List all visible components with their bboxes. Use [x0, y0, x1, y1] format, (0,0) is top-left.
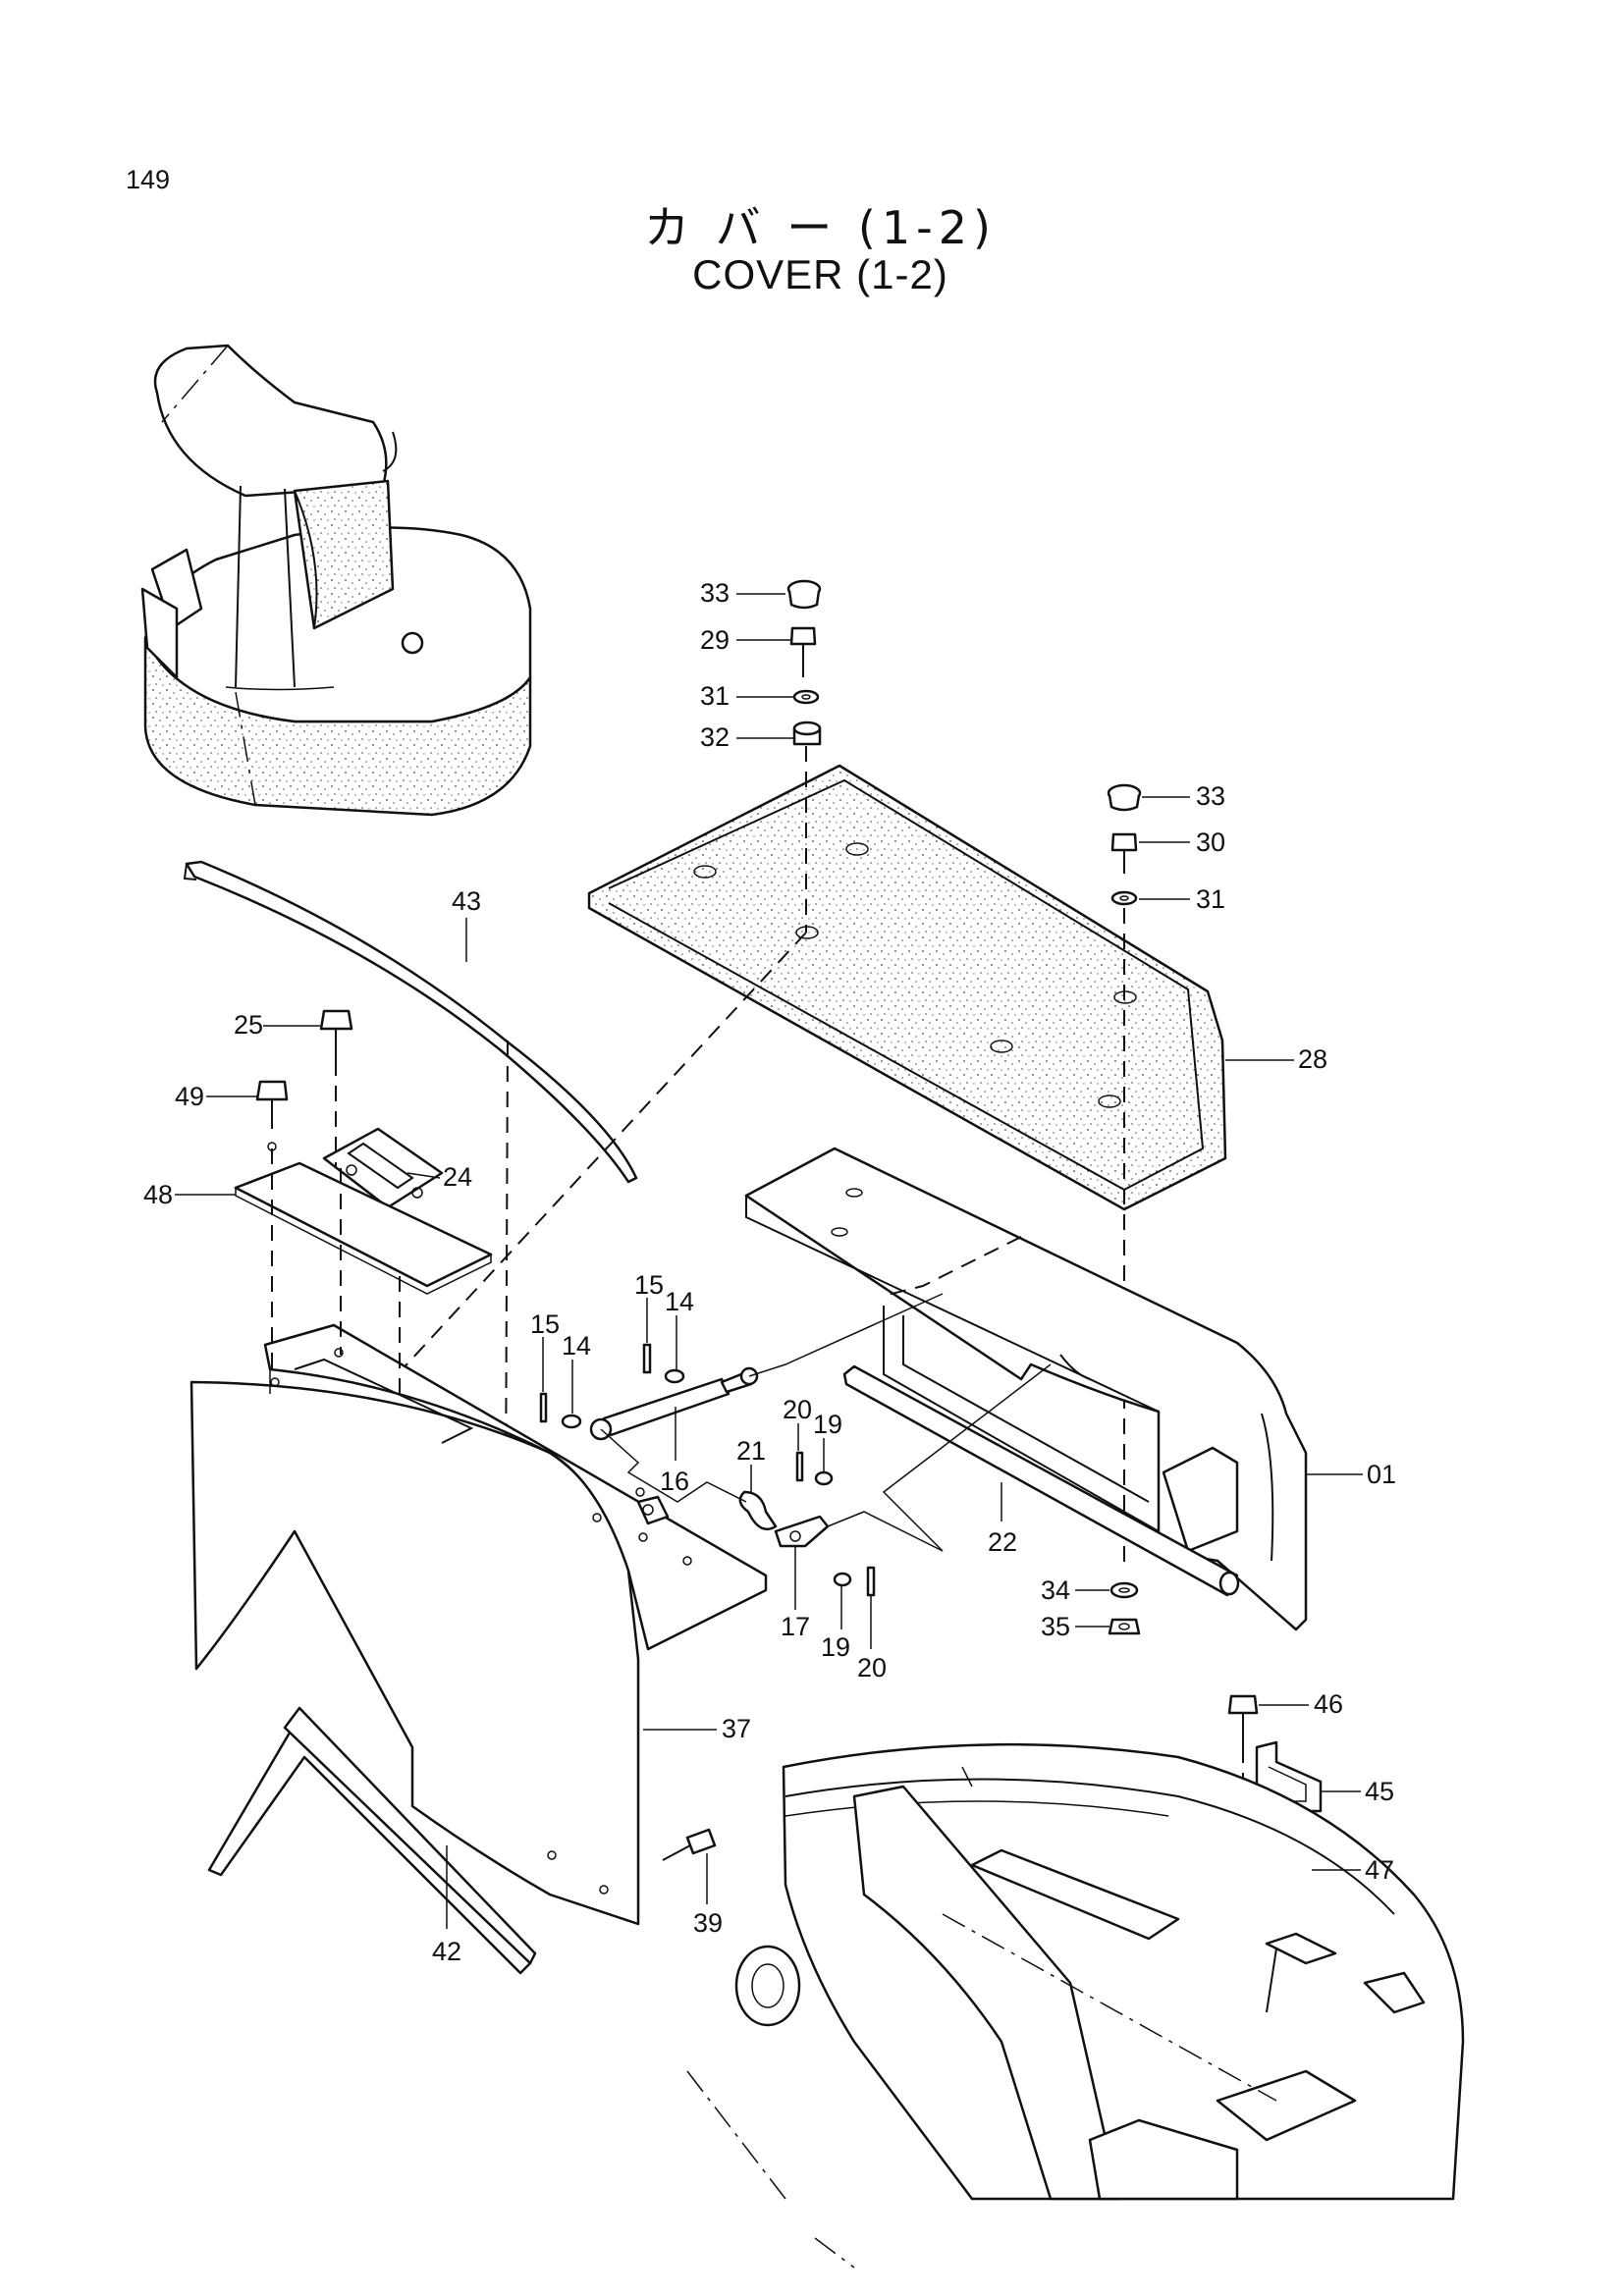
part-17-bracket — [774, 1515, 830, 1548]
part-31-washer-right — [1110, 890, 1138, 906]
callout-19b: 19 — [821, 1632, 850, 1662]
callout-16: 16 — [660, 1467, 689, 1496]
part-24-hinge — [322, 1127, 444, 1209]
part-34-washer — [1109, 1581, 1139, 1599]
page-number: 149 — [126, 165, 171, 194]
part-pivot-bracket — [636, 1495, 670, 1525]
part-42-wedge-seal — [207, 1706, 537, 1975]
part-37-side-panel — [189, 1148, 768, 1926]
callout-46: 46 — [1314, 1689, 1343, 1719]
callout-14a: 14 — [665, 1287, 694, 1316]
callout-25: 25 — [234, 1010, 263, 1040]
callout-20a: 20 — [783, 1395, 812, 1424]
part-28-top-cover — [587, 764, 1227, 1211]
part-14-washers — [561, 1368, 685, 1429]
callout-48: 48 — [143, 1180, 173, 1209]
leader-bracket-path — [827, 1363, 1052, 1552]
callout-labels: 33 29 31 32 33 30 31 43 25 49 24 48 28 — [143, 578, 1396, 1966]
machine-overview-illustration — [140, 344, 532, 817]
callout-39: 39 — [693, 1908, 723, 1938]
callout-31a: 31 — [700, 681, 730, 711]
callout-43: 43 — [452, 886, 481, 916]
part-30-bolt — [1110, 832, 1138, 874]
callout-30: 30 — [1196, 828, 1225, 857]
part-21-hook — [738, 1490, 778, 1531]
callout-42: 42 — [432, 1937, 461, 1966]
title-english: COVER (1-2) — [692, 251, 948, 297]
part-35-nut — [1108, 1618, 1141, 1635]
callout-24: 24 — [443, 1162, 472, 1192]
part-19-washers — [814, 1470, 852, 1587]
callout-32: 32 — [700, 722, 730, 752]
callout-14b: 14 — [562, 1331, 591, 1361]
callout-15a: 15 — [634, 1270, 664, 1300]
part-32-collar — [792, 721, 822, 746]
part-49-bolt — [255, 1080, 289, 1151]
callout-01: 01 — [1367, 1460, 1396, 1489]
callout-17: 17 — [781, 1612, 810, 1641]
part-16-gas-spring — [589, 1366, 759, 1441]
callout-37: 37 — [722, 1714, 751, 1743]
part-20-pins — [795, 1451, 876, 1597]
callout-49: 49 — [175, 1082, 204, 1111]
callout-29: 29 — [700, 625, 730, 655]
part-33-cap-right — [1107, 783, 1142, 812]
part-48-plate — [234, 1161, 493, 1295]
leader-gas-spring-top — [748, 1293, 944, 1377]
callout-34: 34 — [1041, 1575, 1070, 1605]
part-29-bolt — [789, 626, 817, 677]
callout-35: 35 — [1041, 1612, 1070, 1641]
leader-gas-spring-path — [600, 1428, 747, 1503]
callout-15b: 15 — [530, 1309, 560, 1339]
part-25-bolt — [319, 1009, 353, 1168]
axis-line-cover-to-frame — [397, 932, 807, 1375]
callout-19a: 19 — [813, 1410, 842, 1439]
part-39-bolt — [662, 1828, 717, 1861]
part-22-seal-bar — [842, 1364, 1240, 1597]
callout-21: 21 — [736, 1436, 766, 1466]
callout-45: 45 — [1365, 1777, 1394, 1806]
part-15-pins — [539, 1343, 652, 1423]
callout-22: 22 — [988, 1527, 1017, 1557]
part-01-cover-assembly — [744, 1147, 1308, 1631]
callout-47: 47 — [1365, 1855, 1394, 1885]
part-33-cap-left — [786, 579, 822, 610]
callout-31b: 31 — [1196, 884, 1225, 914]
title-japanese: カ バ ー (1-2) — [644, 201, 997, 254]
part-31-washer-left — [792, 689, 820, 705]
callout-33b: 33 — [1196, 781, 1225, 811]
callout-33a: 33 — [700, 578, 730, 608]
lower-frame-illustration — [686, 1742, 1465, 2269]
callout-28: 28 — [1298, 1044, 1327, 1074]
callout-20b: 20 — [857, 1653, 887, 1682]
